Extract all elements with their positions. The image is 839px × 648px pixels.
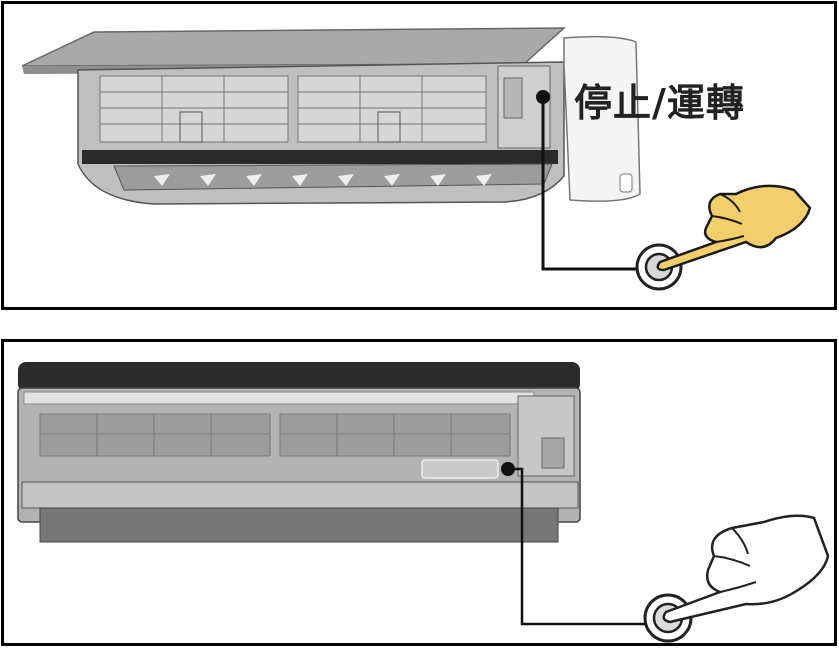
control-box-part (541, 437, 565, 469)
air-filter-left (39, 413, 271, 457)
air-outlet (82, 150, 558, 164)
button-location-box (421, 459, 499, 479)
unit-side-cap (563, 35, 641, 202)
pointing-hand-icon (662, 514, 830, 624)
unit-top-frame (18, 362, 580, 392)
louver-vents (154, 174, 492, 186)
air-filter-left (99, 75, 289, 143)
air-filter-right (297, 75, 487, 143)
top-filter-strip (23, 391, 535, 405)
bottom-instruction-panel (1, 339, 837, 646)
lower-body (21, 481, 579, 509)
side-cap-latch (619, 173, 633, 193)
pointing-hand-icon (656, 184, 812, 272)
top-instruction-panel: 停止/運轉 (1, 1, 837, 310)
louver (39, 507, 559, 543)
connector-line (508, 467, 649, 626)
stop-run-label: 停止/運轉 (574, 81, 745, 125)
air-filter-right (279, 413, 511, 457)
connector-line (541, 97, 644, 271)
hand-finger-lines (711, 193, 745, 243)
open-indoor-unit-illustration (21, 27, 812, 291)
front-indoor-unit-illustration (17, 362, 830, 643)
control-box-part (503, 77, 523, 119)
hand-finger-lines (713, 527, 757, 593)
lifted-front-panel (21, 27, 566, 67)
